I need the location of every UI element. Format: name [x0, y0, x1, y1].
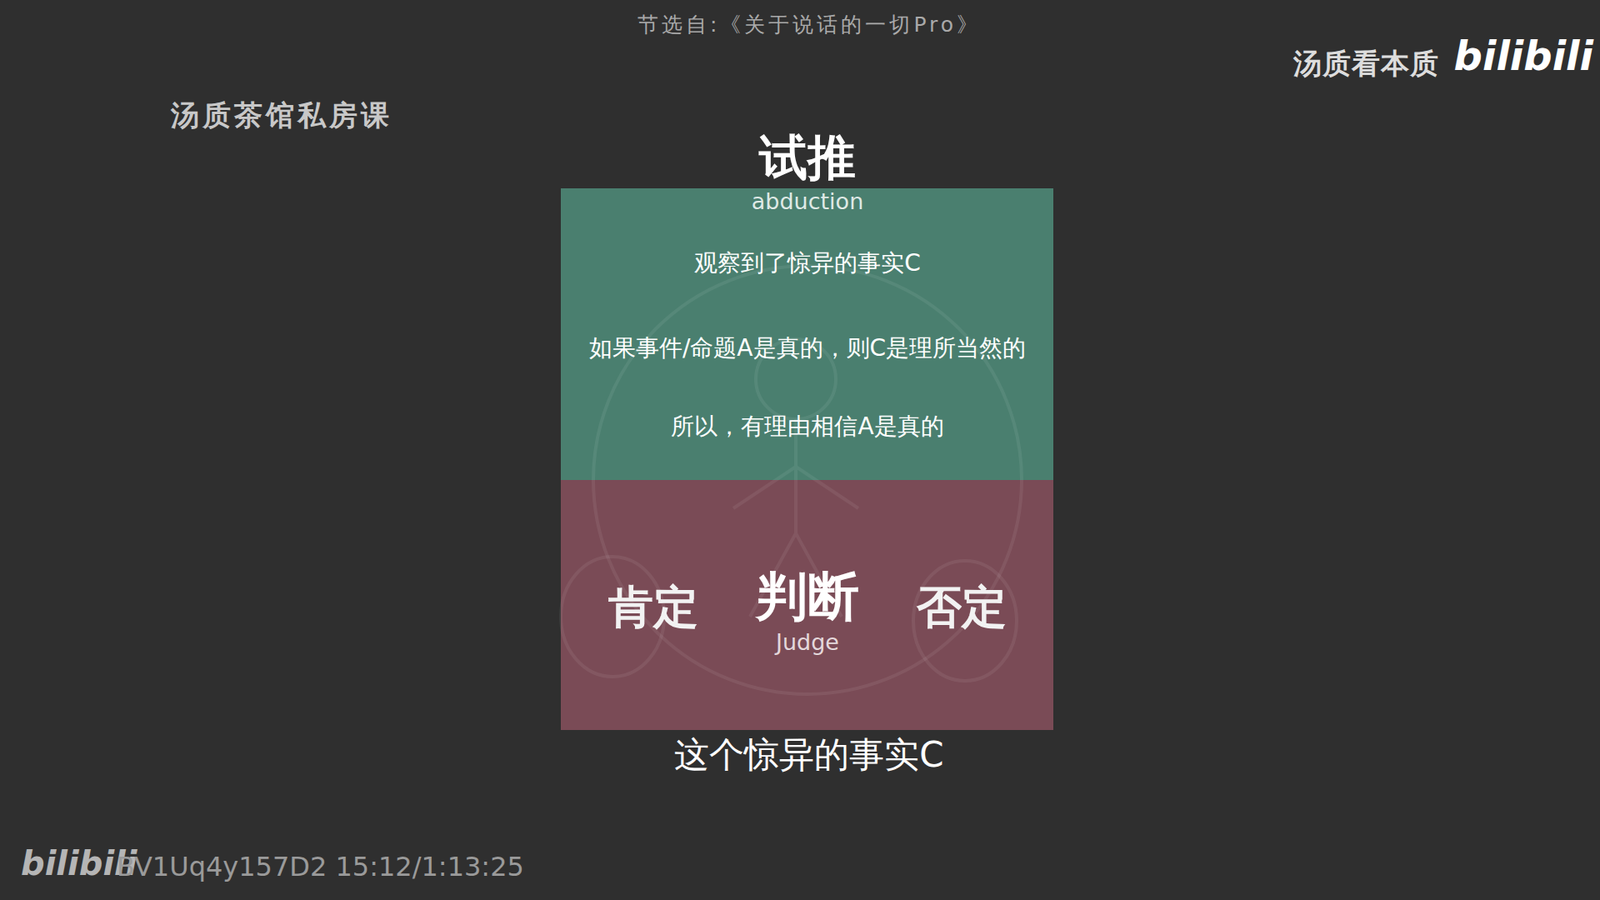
judge-box: 肯定 判断Judge 否定	[560, 480, 1054, 730]
diagram-title: 试推	[759, 129, 856, 188]
english-subtitle: abduction	[751, 188, 865, 215]
course-watermark: 汤质茶馆私房课	[170, 98, 393, 133]
judge-heading: 判断	[755, 565, 860, 628]
subtitle-text: 这个惊异的事实C	[674, 734, 944, 776]
premise-text: 观察到了惊异的事实C	[694, 249, 921, 278]
video-id: BV1Uq4y157D2 15:12/1:13:25	[116, 850, 525, 883]
english-subtitle: Judge	[775, 629, 840, 656]
logo-watermark: bilibili	[1454, 32, 1594, 81]
abduction-box: 试推abduction观察到了惊异的事实C如果事件/命题A是真的，则C是理所当然…	[560, 188, 1054, 480]
option-label: 肯定	[608, 580, 699, 635]
premise-text: 如果事件/命题A是真的，则C是理所当然的	[589, 334, 1026, 363]
option-label: 否定	[916, 580, 1007, 635]
source-caption: 节选自:《关于说话的一切Pro》	[637, 12, 981, 38]
conclusion-text: 所以，有理由相信A是真的	[670, 412, 944, 441]
channel-name: 汤质看本质	[1293, 46, 1440, 81]
